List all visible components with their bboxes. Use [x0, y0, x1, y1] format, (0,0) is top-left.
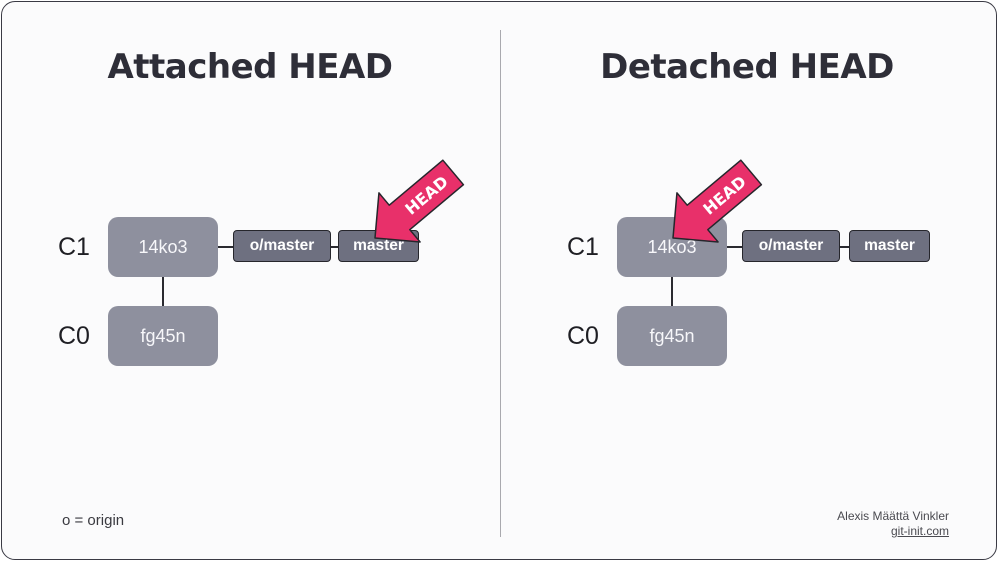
- commit-branch-link: [218, 246, 234, 248]
- row-label-c0: C0: [567, 322, 599, 350]
- head-arrow-icon: HEAD: [672, 159, 763, 243]
- branch-tag-master: master: [849, 230, 930, 262]
- commit-node-c1: 14ko3: [108, 217, 218, 277]
- branch-tag-origin-master: o/master: [233, 230, 331, 262]
- row-label-c1: C1: [58, 233, 90, 261]
- parent-link: [671, 277, 673, 306]
- row-label-c0: C0: [58, 322, 90, 350]
- head-arrow-icon: HEAD: [374, 159, 465, 243]
- row-label-c1: C1: [567, 233, 599, 261]
- origin-legend: o = origin: [62, 512, 125, 529]
- branch-branch-link: [839, 246, 851, 248]
- branch-tag-origin-master: o/master: [742, 230, 840, 262]
- detached-title: Detached HEAD: [600, 47, 894, 87]
- site-link[interactable]: git-init.com: [890, 524, 949, 538]
- author-credit: Alexis Määttä Vinkler: [837, 509, 949, 523]
- parent-link: [162, 277, 164, 306]
- commit-node-c0: fg45n: [617, 306, 727, 366]
- branch-branch-link: [330, 246, 339, 248]
- commit-node-c0: fg45n: [108, 306, 218, 366]
- panel-divider: [500, 30, 501, 537]
- commit-branch-link: [727, 246, 743, 248]
- attached-title: Attached HEAD: [107, 47, 393, 87]
